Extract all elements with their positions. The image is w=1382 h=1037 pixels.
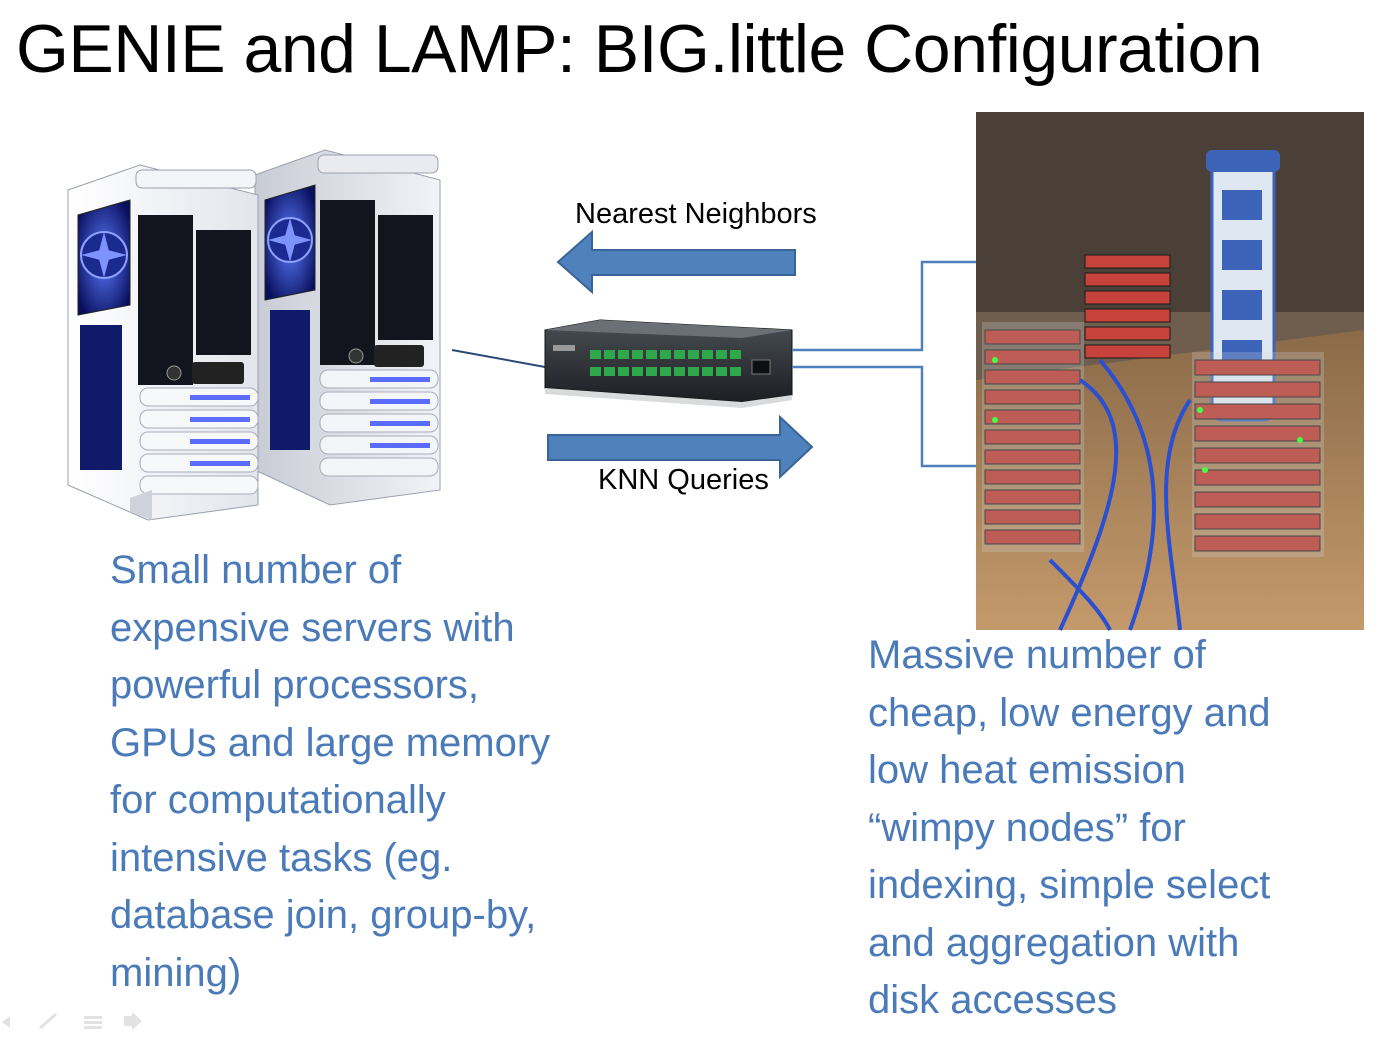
wimpy-node-cluster-icon bbox=[976, 112, 1364, 631]
slide-nav-controls[interactable] bbox=[0, 1008, 160, 1031]
next-slide-icon[interactable] bbox=[124, 1012, 142, 1030]
knn-queries-arrow bbox=[547, 414, 814, 480]
pen-icon[interactable] bbox=[39, 1012, 57, 1030]
server-tower-back bbox=[254, 149, 441, 506]
knn-queries-label: KNN Queries bbox=[598, 464, 769, 496]
big-servers-description: Small number of expensive servers with p… bbox=[110, 548, 551, 995]
previous-slide-icon[interactable] bbox=[2, 1016, 10, 1028]
slide-title: GENIE and LAMP: BIG.little Configuration bbox=[16, 11, 1263, 87]
server-switch-cable bbox=[451, 349, 546, 368]
menu-icon[interactable] bbox=[84, 1016, 102, 1029]
wimpy-nodes-description: Massive number of cheap, low energy and … bbox=[868, 633, 1271, 1022]
server-tower-icon bbox=[67, 149, 441, 521]
nearest-neighbors-label: Nearest Neighbors bbox=[575, 198, 817, 230]
nearest-neighbors-arrow bbox=[556, 229, 796, 295]
server-tower-front bbox=[67, 164, 259, 521]
switch-cluster-connectors bbox=[792, 260, 976, 468]
network-switch-icon bbox=[544, 319, 793, 408]
